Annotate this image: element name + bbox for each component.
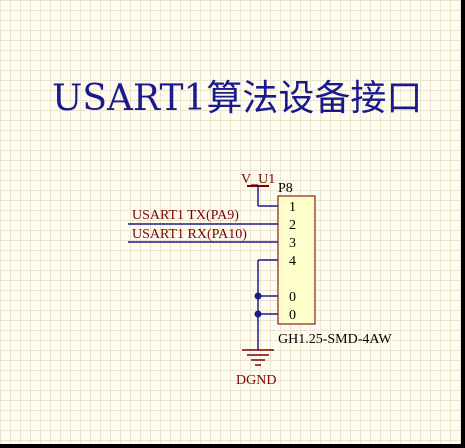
- pin-number: 0: [289, 308, 296, 323]
- sheet-border-right: [461, 0, 465, 448]
- sheet-border-bottom: [0, 444, 465, 448]
- ground-symbol: [242, 349, 274, 366]
- connector-body[interactable]: [277, 195, 316, 325]
- pin-number: 1: [289, 200, 296, 215]
- pin-number: 3: [289, 236, 296, 251]
- pin-number: 2: [289, 218, 296, 233]
- pin-number: 4: [289, 254, 296, 269]
- sheet-title: USART1算法设备接口: [52, 78, 422, 119]
- junction-dot: [254, 292, 262, 300]
- ground-net-label: DGND: [236, 373, 276, 388]
- tx-net-label: USART1 TX(PA9): [132, 208, 239, 223]
- pin-number: 0: [289, 290, 296, 305]
- junction-dot: [254, 310, 262, 318]
- rx-net-label: USART1 RX(PA10): [132, 227, 247, 242]
- connector-ref: P8: [278, 181, 293, 196]
- connector-part: GH1.25-SMD-4AW: [278, 332, 392, 347]
- power-net-label: V_U1: [241, 172, 275, 187]
